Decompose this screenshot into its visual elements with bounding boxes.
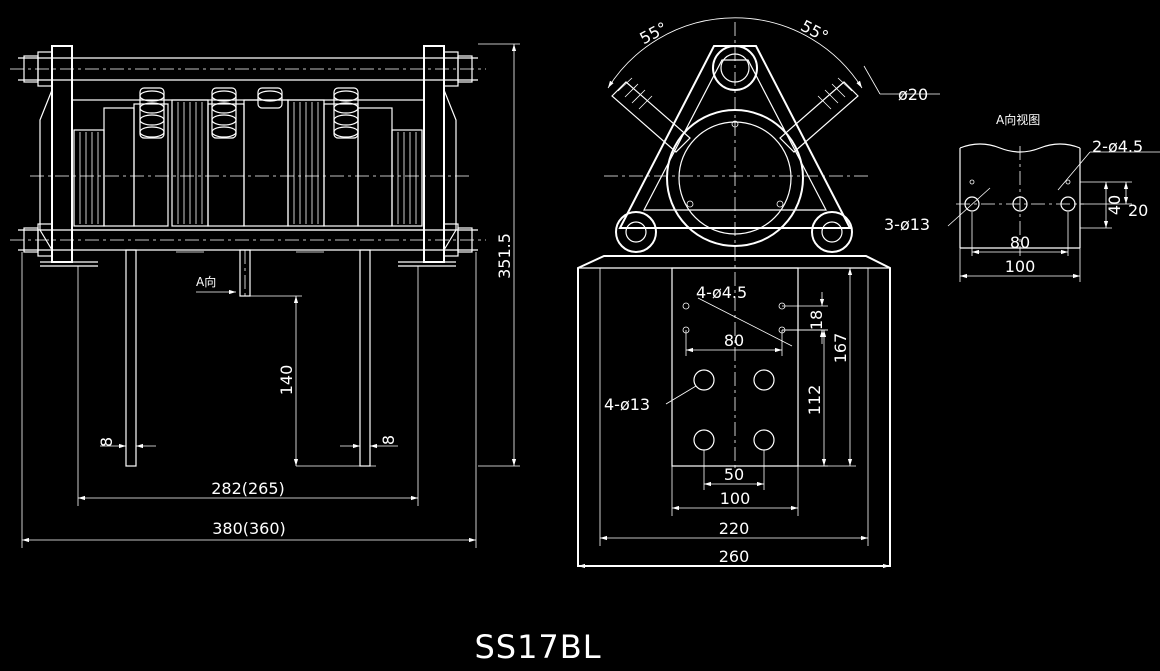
dim-167: 167 — [831, 333, 850, 364]
dim-18: 18 — [807, 310, 826, 330]
dim-282: 282(265) — [211, 479, 285, 498]
dia-20-label: ø20 — [898, 85, 928, 104]
spring-2 — [211, 87, 237, 139]
dim-100-side: 100 — [720, 489, 751, 508]
small-holes-label: 4-ø4.5 — [696, 283, 747, 302]
a-dim-100: 100 — [1005, 257, 1036, 276]
dim-260: 260 — [719, 547, 750, 566]
arm-left — [611, 77, 691, 153]
a-direction-label: A向 — [196, 274, 216, 289]
spring-3 — [257, 87, 283, 109]
dim-8-right: 8 — [379, 435, 398, 445]
dim-112: 112 — [805, 385, 824, 416]
coil-pack-center-left — [171, 99, 209, 227]
dim-380: 380(360) — [212, 519, 286, 538]
dim-220: 220 — [719, 519, 750, 538]
coil-pack-center-right — [287, 99, 325, 227]
large-holes-label: 4-ø13 — [604, 395, 650, 414]
a-direction-view: A向视图 2-ø4.5 3-ø13 40 20 8 — [884, 112, 1160, 282]
dim-80-side: 80 — [724, 331, 744, 350]
a-view-title: A向视图 — [996, 112, 1040, 127]
a-dim-40: 40 — [1105, 195, 1124, 215]
dim-140: 140 — [277, 365, 296, 396]
front-view: A向 351.5 140 8 8 282(265) 380(360) — [10, 43, 520, 548]
a-dim-80: 80 — [1010, 233, 1030, 252]
side-view: 55° 55° — [577, 16, 940, 569]
dim-8-left: 8 — [97, 437, 116, 447]
a-dim-20: 20 — [1128, 201, 1148, 220]
spring-1 — [139, 87, 165, 139]
angle-right: 55° — [798, 16, 832, 46]
coil-pack-right — [391, 129, 423, 227]
a-large-holes-label: 3-ø13 — [884, 215, 930, 234]
a-small-holes-label: 2-ø4.5 — [1092, 137, 1143, 156]
angle-left: 55° — [636, 18, 670, 48]
dim-height: 351.5 — [495, 233, 514, 279]
coil-pack-left — [73, 129, 105, 227]
arm-right — [779, 77, 859, 153]
spring-4 — [333, 87, 359, 139]
dim-50: 50 — [724, 465, 744, 484]
a-direction-marker: A向 — [196, 274, 236, 295]
drawing-title: SS17BL — [474, 628, 601, 666]
